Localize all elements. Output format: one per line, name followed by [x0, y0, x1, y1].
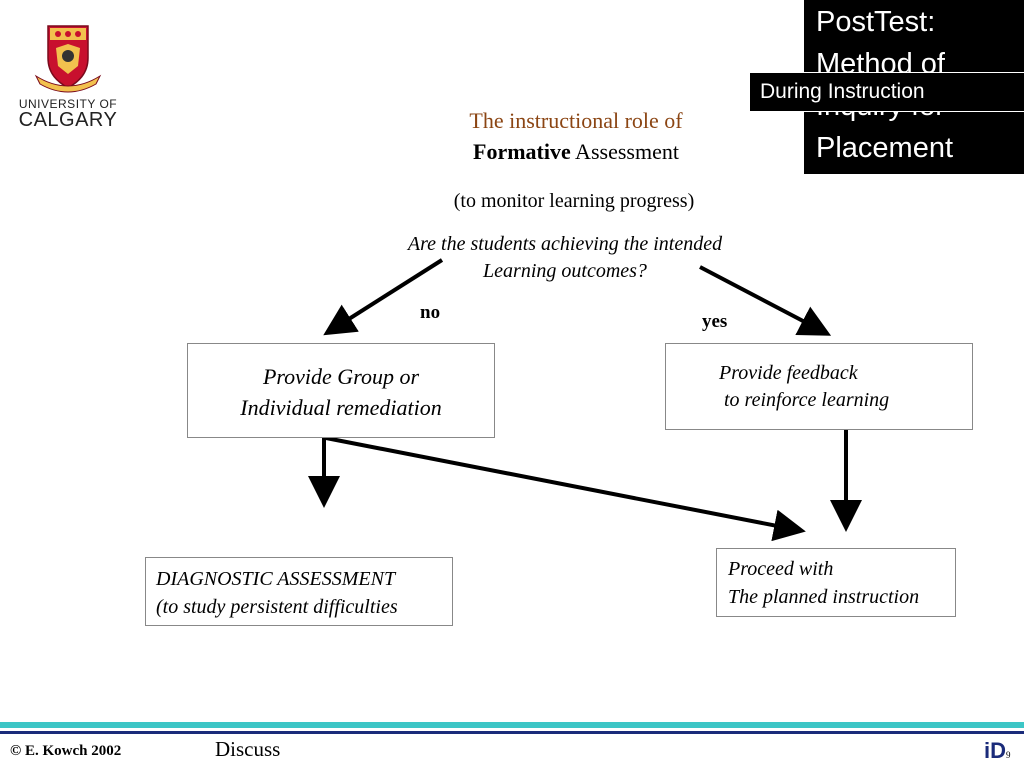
footer-brand: iD9 — [984, 738, 1011, 764]
diagnostic-line1: DIAGNOSTIC ASSESSMENT — [156, 568, 396, 590]
logo-line1: UNIVERSITY OF — [18, 97, 118, 111]
feedback-line1: Provide feedback — [719, 362, 858, 384]
heading-line1: The instructional role of — [469, 108, 683, 133]
logo-line2: CALGARY — [18, 109, 118, 131]
heading-line2: Formative Assessment — [376, 139, 776, 165]
university-logo: UNIVERSITY OF CALGARY — [16, 22, 120, 132]
footer-page-number: 9 — [1006, 750, 1011, 760]
heading-subtitle: (to monitor learning progress) — [453, 190, 695, 212]
feedback-box: Provide feedback to reinforce learning — [665, 343, 973, 430]
footer-bar-teal — [0, 722, 1024, 728]
remediation-box: Provide Group or Individual remediation — [187, 343, 495, 438]
during-instruction-text: During Instruction — [760, 80, 925, 103]
feedback-line2: to reinforce learning — [724, 389, 890, 411]
arrow-remediation-to-proceed — [325, 436, 806, 542]
brand-logo-icon: iD — [984, 738, 1006, 763]
during-instruction-label: During Instruction — [750, 72, 1024, 112]
question-line2: Learning outcomes? — [483, 260, 647, 282]
footer-copyright: © E. Kowch 2002 — [10, 743, 122, 759]
label-yes: yes — [702, 311, 728, 332]
proceed-box: Proceed with The planned instruction — [716, 548, 956, 617]
crest-icon — [34, 25, 102, 93]
heading-assessment: Assessment — [570, 139, 679, 164]
remediation-line1: Provide Group or — [262, 364, 420, 389]
proceed-line2: The planned instruction — [728, 586, 920, 608]
label-no: no — [420, 302, 441, 323]
remediation-line2: Individual remediation — [240, 395, 442, 420]
posttest-title-line4: Placement — [816, 132, 954, 164]
diagnostic-line2: (to study persistent difficulties — [156, 596, 398, 618]
heading-formative: Formative — [473, 139, 571, 164]
proceed-line1: Proceed with — [728, 558, 834, 580]
question-line1: Are the students achieving the intended — [407, 233, 723, 255]
diagnostic-box: DIAGNOSTIC ASSESSMENT (to study persiste… — [145, 557, 453, 626]
footer-discuss: Discuss — [215, 737, 281, 761]
arrow-yes — [699, 265, 832, 336]
footer-bar-navy — [0, 731, 1024, 734]
arrow-no — [323, 258, 444, 336]
posttest-title-line1: PostTest: — [816, 6, 936, 38]
